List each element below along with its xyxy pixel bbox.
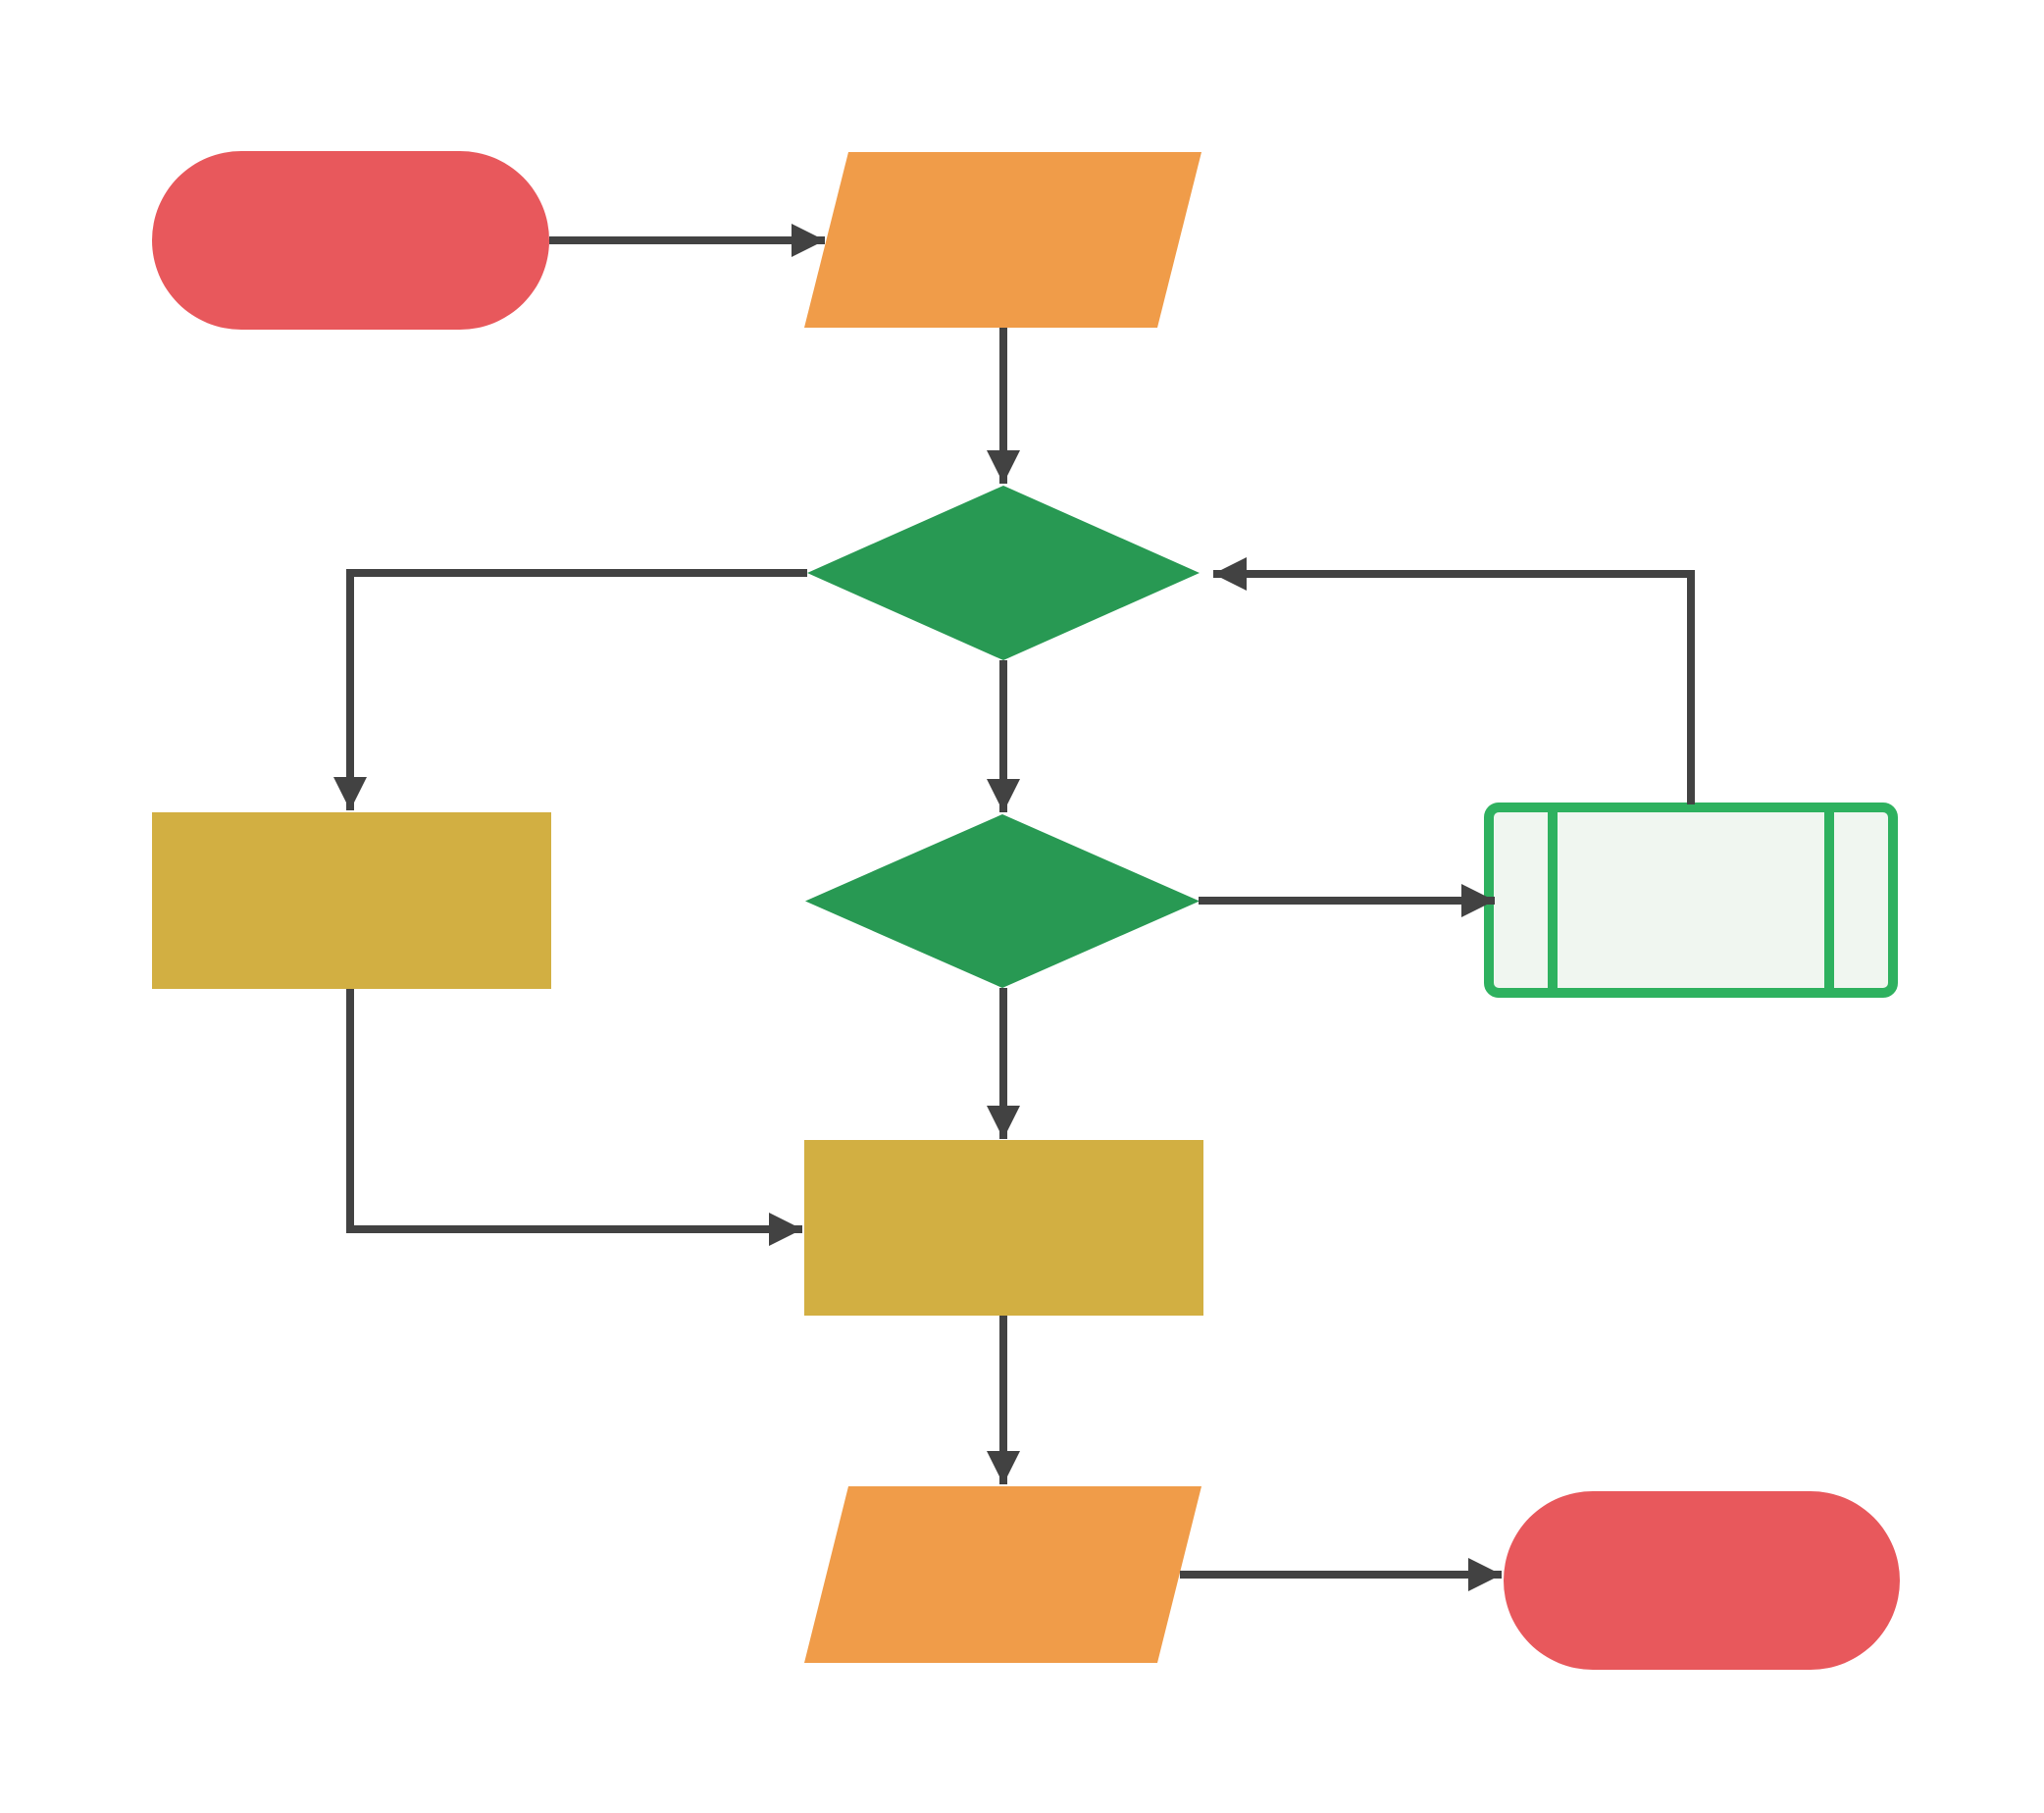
flowchart-nodes	[152, 151, 1900, 1670]
start-terminator[interactable]	[152, 151, 549, 330]
input-output-parallelogram-bottom[interactable]	[804, 1486, 1201, 1663]
edge-decision1-to-left-process[interactable]	[333, 569, 807, 810]
end-terminator[interactable]	[1504, 1491, 1900, 1670]
process-rect-center[interactable]	[804, 1140, 1203, 1316]
decision-diamond-2[interactable]	[805, 814, 1200, 988]
edge-left-process-to-center-process[interactable]	[346, 989, 802, 1246]
edge-predefined-to-decision1[interactable]	[1213, 557, 1695, 804]
input-output-parallelogram-top[interactable]	[804, 152, 1201, 328]
process-rect-left[interactable]	[152, 812, 551, 989]
decision-diamond-1[interactable]	[807, 486, 1200, 660]
flowchart-connectors	[333, 224, 1695, 1591]
predefined-process-box[interactable]	[1484, 803, 1898, 998]
